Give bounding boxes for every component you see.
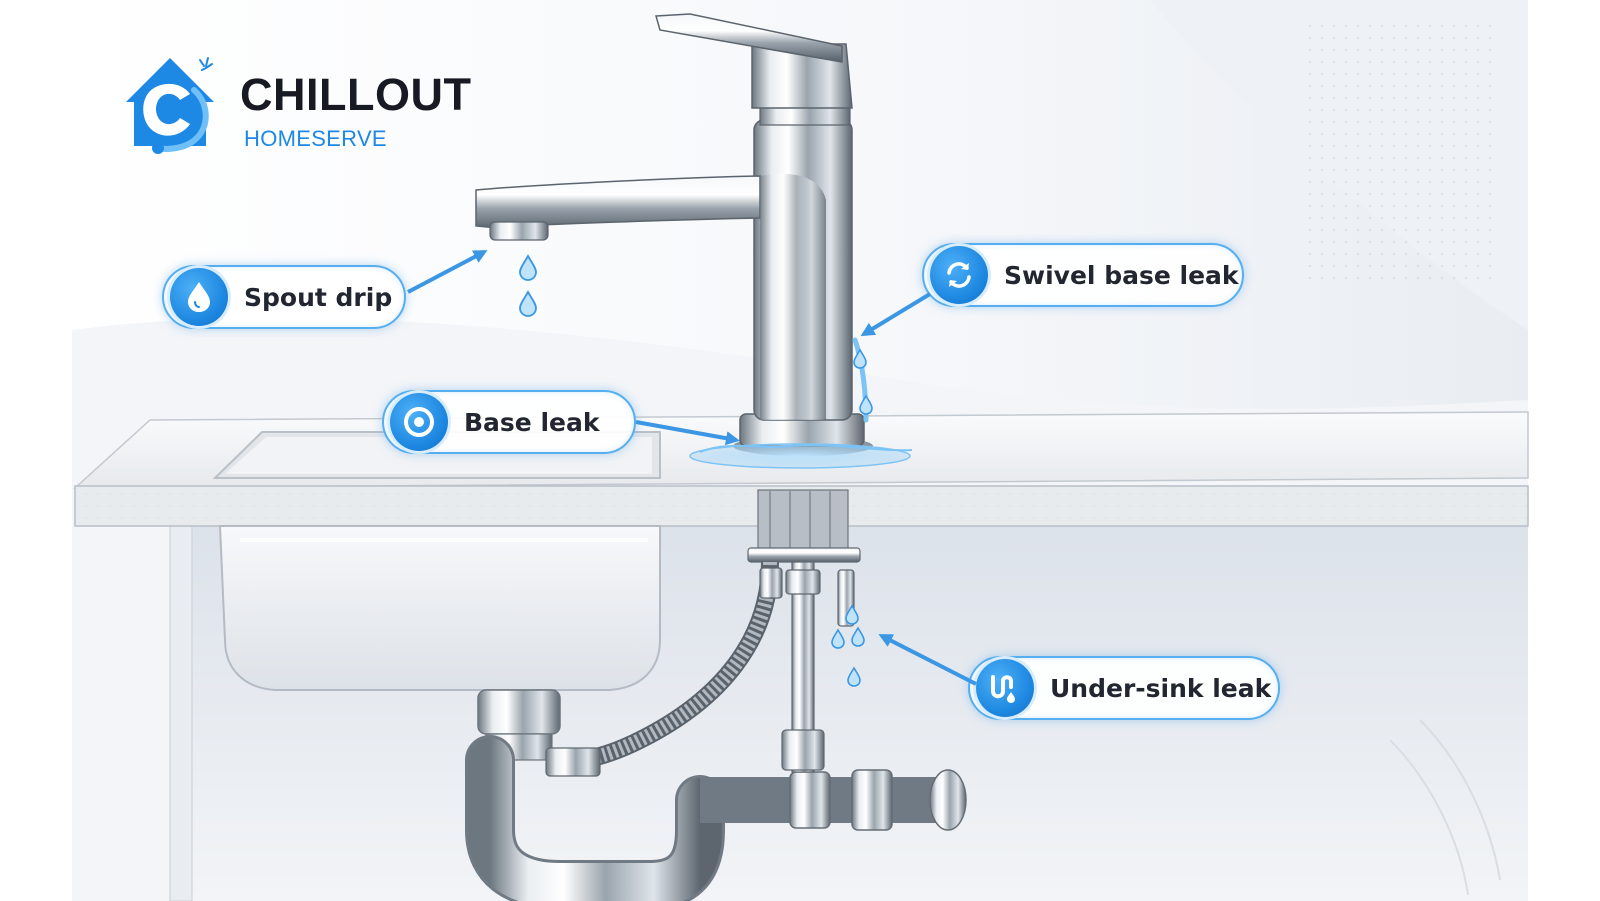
house-logo-icon — [126, 57, 214, 154]
supply-pipe — [791, 561, 815, 773]
callout-label: Base leak — [464, 407, 600, 437]
callout-base-leak: Base leak — [382, 390, 636, 454]
callout-label: Swivel base leak — [1004, 260, 1239, 290]
rotate-arrows-icon — [930, 246, 988, 304]
dot-pattern — [1300, 20, 1500, 280]
sink-basin — [218, 525, 661, 691]
faucet-handle-lever — [655, 13, 843, 63]
pipe-drip-icon — [976, 659, 1034, 717]
callout-under-sink-leak: Under-sink leak — [968, 656, 1280, 720]
callout-swivel-base-leak: Swivel base leak — [922, 243, 1244, 307]
water-drop-icon — [170, 268, 228, 326]
base-puddle — [689, 443, 911, 469]
spout-aerator — [489, 221, 549, 241]
brand-name: CHILLOUT — [240, 69, 472, 120]
brand-logo: CHILLOUT HOMESERVE — [118, 50, 478, 160]
wall-flange — [929, 769, 967, 831]
target-ring-icon — [390, 393, 448, 451]
supply-valve — [837, 569, 855, 627]
sink-drain — [477, 689, 561, 735]
callout-label: Spout drip — [244, 282, 393, 312]
callout-spout-drip: Spout drip — [162, 265, 406, 329]
mounting-nut — [747, 547, 861, 563]
brand-tagline: HOMESERVE — [244, 126, 387, 151]
faucet-shank — [757, 489, 849, 557]
callout-label: Under-sink leak — [1050, 673, 1272, 703]
